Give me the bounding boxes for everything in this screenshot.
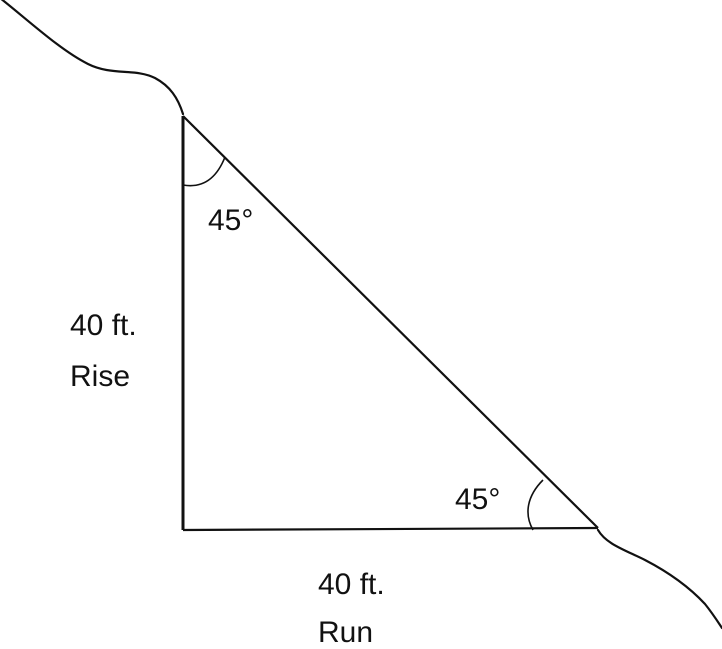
run-side: [182, 526, 599, 532]
run-name-label: Run: [318, 616, 373, 649]
top-angle-arc: [182, 156, 226, 187]
run-value-label: 40 ft.: [318, 568, 385, 601]
rise-value-label: 40 ft.: [70, 309, 137, 342]
rise-name-label: Rise: [70, 360, 130, 393]
terrain-line-upper: [0, 0, 185, 116]
bottom-angle-label: 45°: [455, 483, 500, 516]
bottom-angle-arc: [527, 479, 544, 531]
top-angle-label: 45°: [208, 204, 253, 237]
terrain-line-lower: [596, 528, 722, 630]
hypotenuse: [182, 115, 599, 529]
